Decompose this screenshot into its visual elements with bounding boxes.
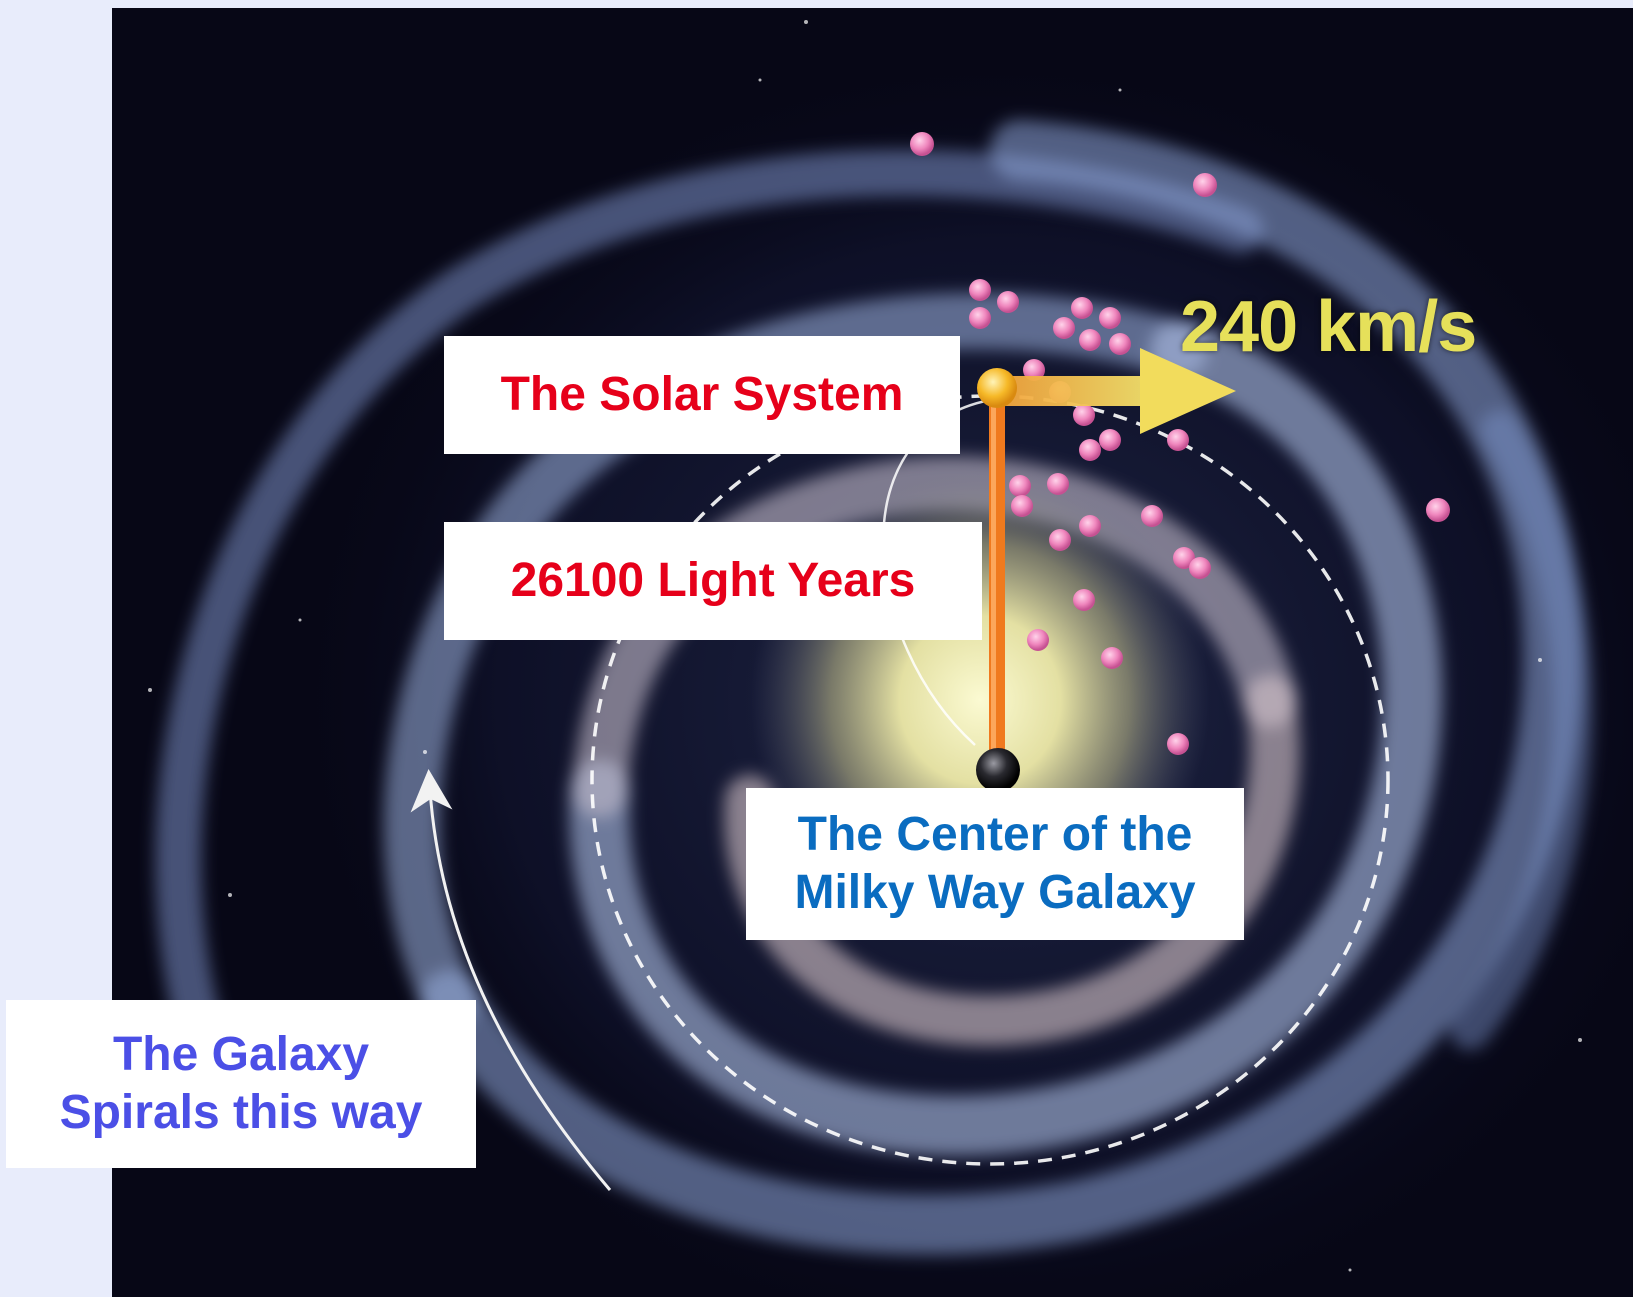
solar-system-label: The Solar System <box>444 336 960 454</box>
galactic-center-label: The Center of the Milky Way Galaxy <box>746 788 1244 940</box>
galactic-center-text-line1: The Center of the <box>797 808 1193 862</box>
solar-orbit-dashed <box>590 394 1390 1166</box>
distance-label: 26100 Light Years <box>444 522 982 640</box>
sun-dot-icon <box>977 368 1017 408</box>
spiral-direction-text-line1: The Galaxy <box>112 1028 370 1082</box>
velocity-label: 240 km/s <box>1180 287 1477 367</box>
right-arrow-icon <box>996 348 1236 434</box>
galactic-center-text-line2: Milky Way Galaxy <box>794 866 1196 919</box>
distance-text: 26100 Light Years <box>510 554 916 608</box>
nearby-stars <box>910 132 1450 755</box>
solar-system-text: The Solar System <box>500 368 904 422</box>
spiral-direction-text-line2: Spirals this way <box>59 1086 423 1139</box>
black-hole-dot-icon <box>976 748 1020 792</box>
curved-up-arrow-icon <box>410 769 612 1191</box>
spiral-direction-label: The Galaxy Spirals this way <box>6 1000 476 1168</box>
